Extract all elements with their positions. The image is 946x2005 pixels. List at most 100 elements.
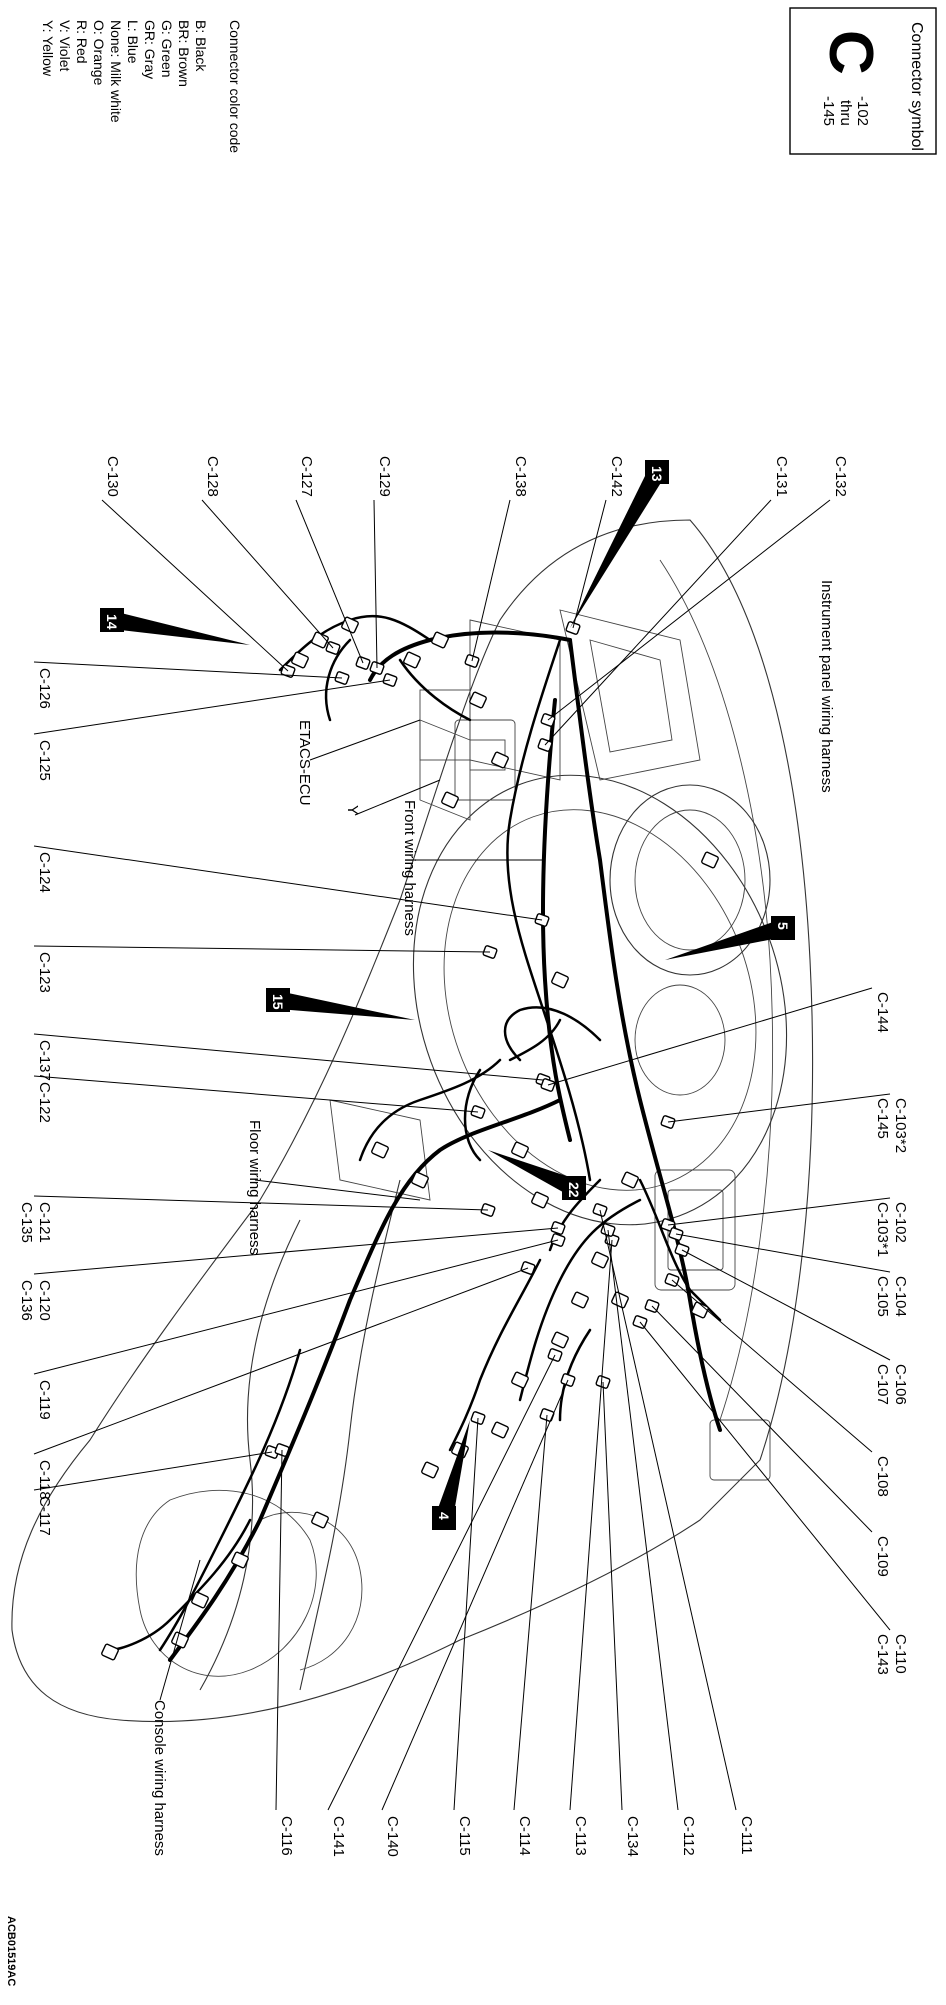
color-code-entry: GR: Gray <box>142 20 158 79</box>
leader-line <box>33 661 343 679</box>
connector-shape <box>511 1141 529 1159</box>
connector-label: C-126 <box>36 668 53 709</box>
connector-labels: C-132C-131C-142C-138C-129C-127C-128C-130… <box>18 456 909 1857</box>
connector-shape <box>431 631 449 649</box>
connector-shape <box>403 651 421 669</box>
callout-badge-box <box>100 608 124 632</box>
connector-shape <box>621 1171 639 1189</box>
connector-label: C-123 <box>36 952 53 993</box>
connector-label: C-128 <box>204 456 221 497</box>
connector-label: C-140 <box>384 1816 401 1857</box>
instrument-panel-harness-text: Instrument panel wiring harness <box>818 580 835 793</box>
leader-line <box>33 679 391 735</box>
callout-badge-number: 4 <box>436 1512 452 1520</box>
leader-line <box>381 1379 569 1811</box>
connector-label: C-107 <box>874 1364 891 1405</box>
connector-shape <box>411 1171 429 1189</box>
leader-line <box>201 499 334 649</box>
leader-line <box>547 987 873 1086</box>
connector-label: C-110 <box>892 1634 909 1674</box>
callout-badge-number: 5 <box>775 922 791 930</box>
callout-badge-number: 15 <box>270 994 286 1010</box>
leader-line <box>572 499 607 629</box>
connector-shape <box>591 1251 609 1269</box>
leader-line <box>667 1093 891 1123</box>
callout-pointer <box>435 1420 470 1521</box>
connector-label: C-118 <box>36 1460 53 1500</box>
connector-label: C-135 <box>18 1202 35 1243</box>
leader-line <box>327 1354 556 1811</box>
connector-shape <box>371 1141 389 1159</box>
connector-shape <box>571 1291 589 1309</box>
color-code-entry: O: Orange <box>91 20 107 86</box>
floor-harness-label: Floor wiring harness <box>246 1120 263 1255</box>
connector-shape <box>171 1631 189 1649</box>
leader-line <box>651 1305 873 1533</box>
leader-line <box>101 499 289 672</box>
leader-lines <box>33 499 891 1811</box>
callout-badge-number: 13 <box>649 466 665 482</box>
connector-label: C-137 <box>36 1040 53 1081</box>
connector-label: C-127 <box>298 456 315 497</box>
connector-label: C-102 <box>892 1202 909 1243</box>
etacs-ecu-label: ETACS-ECU <box>296 720 313 806</box>
harness-labels: Instrument panel wiring harness Front wi… <box>151 580 835 1856</box>
connector-shape <box>231 1551 249 1569</box>
leader-line <box>569 1239 613 1811</box>
connector-markers <box>101 616 719 1661</box>
leader-line <box>33 945 491 953</box>
leader-line <box>675 1233 891 1273</box>
connector-label: C-141 <box>330 1816 347 1857</box>
leader-line <box>667 1197 891 1226</box>
connector-label: C-143 <box>874 1634 891 1675</box>
callout-pointer <box>665 919 786 960</box>
color-code-entry: L: Blue <box>125 20 141 64</box>
callout-pointer <box>276 991 415 1020</box>
connector-label: C-106 <box>892 1364 909 1405</box>
connector-label: C-103*2 <box>892 1098 909 1153</box>
connector-shape <box>311 631 329 649</box>
leader-line <box>453 1417 479 1811</box>
connector-shape <box>511 1371 529 1389</box>
connector-label: C-145 <box>874 1098 891 1139</box>
connector-shape <box>311 1511 329 1529</box>
leader-line <box>33 1033 544 1081</box>
connector-label: C-144 <box>874 992 891 1033</box>
leader-line <box>681 1249 891 1361</box>
leader-line <box>295 499 364 664</box>
harness-runs <box>108 614 722 1662</box>
leader-line <box>547 499 831 721</box>
callout-badge-number: 22 <box>566 1182 582 1198</box>
connector-shape <box>101 1643 119 1661</box>
connector-label: C-129 <box>376 456 393 497</box>
connector-shape <box>701 851 719 869</box>
leader-line <box>33 1451 273 1491</box>
leader-line <box>602 1381 623 1811</box>
connector-label: C-138 <box>512 456 529 497</box>
connector-label: C-115 <box>456 1816 473 1856</box>
leader-line <box>544 499 772 746</box>
connector-label: C-142 <box>608 456 625 497</box>
callout-pointer <box>110 611 250 645</box>
color-code-title: Connector color code <box>227 20 243 153</box>
connector-shape <box>691 1301 709 1319</box>
connector-label: C-124 <box>36 852 53 893</box>
leader-line <box>33 1195 489 1211</box>
leader-line <box>33 1075 479 1113</box>
connector-label: C-104 <box>892 1276 909 1317</box>
color-code-entry: Y: Yellow <box>40 20 56 77</box>
callout-badge-box <box>562 1176 586 1200</box>
callout-badge-box <box>266 988 290 1012</box>
connector-shape <box>551 971 569 989</box>
connector-shape <box>191 1591 209 1609</box>
color-code-entry: V: Violet <box>57 20 73 71</box>
leader-line <box>471 499 511 662</box>
callout-badge-box <box>645 460 669 484</box>
connector-label: C-130 <box>104 456 121 497</box>
connector-label: C-136 <box>18 1280 35 1321</box>
connector-label: C-131 <box>773 456 790 497</box>
instrument-panel-harness-label: Instrument panel wiring harness <box>818 580 835 793</box>
